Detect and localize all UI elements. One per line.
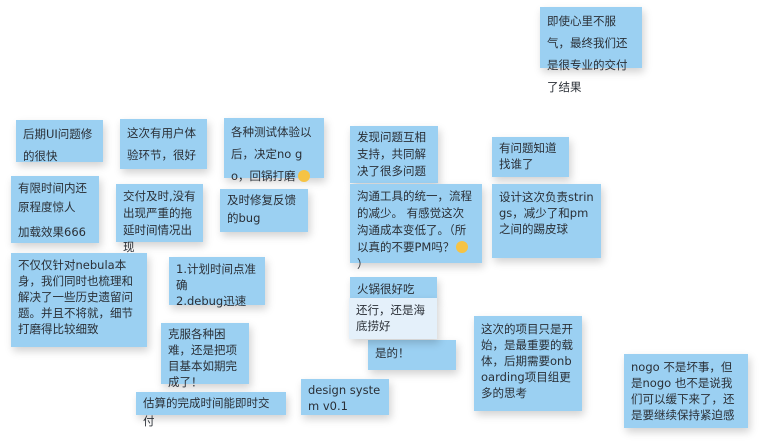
note-text: design system v0.1 xyxy=(308,383,381,413)
sticky-note[interactable]: 各种测试体验以后，决定no go，回锅打磨 xyxy=(224,118,324,183)
sticky-note[interactable]: 发现问题互相支持，共同解决了很多问题 xyxy=(350,126,438,183)
sticky-note[interactable]: 即使心里不服气，最终我们还是很专业的交付了结果 xyxy=(540,7,642,94)
note-text: 设计这次负责strings，减少了和pm之间的踢皮球 xyxy=(499,190,594,236)
note-text: 还行，还是海底捞好 xyxy=(356,303,425,333)
sticky-note[interactable]: 交付及时,没有出现严重的拖延时间情况出现 xyxy=(116,184,203,254)
note-text: 是的！ xyxy=(375,346,410,360)
sticky-note[interactable]: 1.计划时间点准确 2.debug迅速 xyxy=(169,257,265,308)
note-content: 各种测试体验以后，决定no go，回锅打磨 xyxy=(231,121,317,187)
note-text: 这次的项目只是开始，是最重要的载体，后期需要onboarding项目组更多的思考 xyxy=(481,322,573,400)
note-text: 即使心里不服气，最终我们还是很专业的交付了结果 xyxy=(547,14,628,94)
sweat-smile-icon xyxy=(456,241,469,253)
note-content: 沟通工具的统一，流程的减少。 有感觉这次沟通成本变低了。（所以真的不要PM吗？ ） xyxy=(357,188,475,273)
note-text: 交付及时,没有出现严重的拖延时间情况出现 xyxy=(123,189,196,254)
note-text: 克服各种困难，还是把项目基本如期完成了！ xyxy=(168,327,237,389)
note-text: 火锅很好吃 xyxy=(357,282,415,296)
note-text: 1.计划时间点准确 2.debug迅速 xyxy=(176,262,256,308)
sticky-note[interactable]: 设计这次负责strings，减少了和pm之间的踢皮球 xyxy=(492,184,601,258)
sticky-note[interactable]: 这次有用户体验环节，很好 xyxy=(120,119,207,169)
note-text: 不仅仅针对nebula本身，我们同时也梳理和解决了一些历史遗留问题。并且不将就，… xyxy=(18,258,133,336)
thumbs-up-icon xyxy=(297,170,310,182)
note-text: 后期UI问题修的很快 xyxy=(23,127,93,163)
sticky-note[interactable]: nogo 不是坏事，但是nogo 也不是说我们可以缓下来了，还是要继续保持紧迫感 xyxy=(624,354,748,428)
sticky-note[interactable]: 克服各种困难，还是把项目基本如期完成了！ xyxy=(161,323,249,389)
note-text: 有限时间内还原程度惊人 xyxy=(18,181,87,214)
sticky-note[interactable]: 有限时间内还原程度惊人加载效果666 xyxy=(11,176,99,243)
note-text: 这次有用户体验环节，很好 xyxy=(127,126,196,162)
sticky-note[interactable]: 估算的完成时间能即时交付 xyxy=(136,392,286,428)
sticky-note[interactable]: 不仅仅针对nebula本身，我们同时也梳理和解决了一些历史遗留问题。并且不将就，… xyxy=(11,253,147,347)
sticky-note[interactable]: 及时修复反馈的bug xyxy=(220,189,308,232)
note-text-end: ） xyxy=(357,257,369,271)
sticky-note[interactable]: 沟通工具的统一，流程的减少。 有感觉这次沟通成本变低了。（所以真的不要PM吗？ ） xyxy=(350,184,482,271)
note-text: 估算的完成时间能即时交付 xyxy=(143,396,270,428)
sticky-note-reply[interactable]: 还行，还是海底捞好 xyxy=(349,298,437,339)
note-text: 各种测试体验以后，决定no go，回锅打磨 xyxy=(231,125,312,183)
sticky-note[interactable]: 这次的项目只是开始，是最重要的载体，后期需要onboarding项目组更多的思考 xyxy=(474,316,582,411)
note-text: 沟通工具的统一，流程的减少。 有感觉这次沟通成本变低了。（所以真的不要PM吗？ xyxy=(357,189,472,254)
sticky-note[interactable]: 是的！ xyxy=(368,340,456,370)
note-text: 有问题知道找谁了 xyxy=(499,141,557,171)
note-text: nogo 不是坏事，但是nogo 也不是说我们可以缓下来了，还是要继续保持紧迫感 xyxy=(631,360,735,422)
sticky-note[interactable]: design system v0.1 xyxy=(301,379,389,415)
sticky-note[interactable]: 火锅很好吃 xyxy=(350,277,437,299)
note-text: 及时修复反馈的bug xyxy=(227,193,296,225)
note-text: 发现问题互相支持，共同解决了很多问题 xyxy=(357,130,426,178)
sticky-note[interactable]: 后期UI问题修的很快 xyxy=(16,120,103,163)
sticky-note[interactable]: 有问题知道找谁了 xyxy=(492,137,569,177)
note-text-2: 加载效果666 xyxy=(18,225,86,239)
